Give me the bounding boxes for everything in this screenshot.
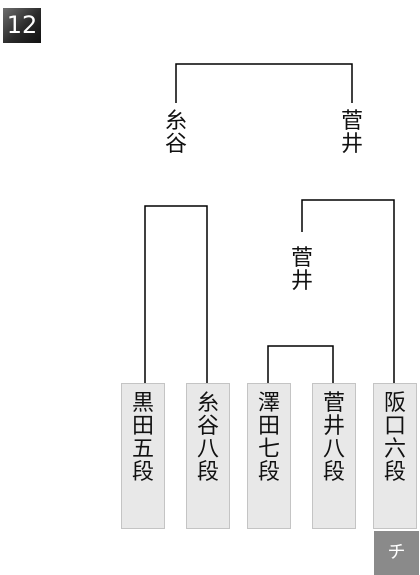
name-char: 五 [131, 437, 154, 462]
name-char: 糸 [164, 109, 187, 134]
name-char: 菅 [290, 246, 313, 271]
player-box-sawada: 澤田七段 [247, 383, 291, 529]
name-char: 井 [290, 269, 313, 294]
final-right-winner: 菅井 [337, 110, 367, 156]
player-box-sakaguchi: 阪口六段 [373, 383, 417, 529]
name-char: 口 [383, 414, 406, 439]
player-box-itodani: 糸谷八段 [186, 383, 230, 529]
name-char: 井 [340, 132, 363, 157]
player-name: 澤田七段 [248, 392, 290, 484]
right-upper-bracket-line [301, 199, 395, 384]
name-char: 黒 [131, 391, 154, 416]
center-pair-bracket-line [267, 345, 334, 384]
name-char: 田 [257, 414, 280, 439]
name-char: 八 [322, 437, 345, 462]
name-char: 田 [131, 414, 154, 439]
name-char: 六 [383, 437, 406, 462]
name-char: 澤 [257, 391, 280, 416]
player-box-kuroda: 黒田五段 [121, 383, 165, 529]
name-char: 七 [257, 437, 280, 462]
player-box-sugai: 菅井八段 [312, 383, 356, 529]
name-char: 糸 [196, 391, 219, 416]
player-name: 糸谷八段 [187, 392, 229, 484]
semifinal-right-winner: 菅井 [287, 247, 317, 293]
name-char: 菅 [340, 109, 363, 134]
final-bracket-line [175, 63, 353, 103]
player-name: 阪口六段 [374, 392, 416, 484]
name-char: 井 [322, 414, 345, 439]
name-char: 段 [196, 460, 219, 485]
player-name: 菅井八段 [313, 392, 355, 484]
name-char: 段 [257, 460, 280, 485]
name-char: 谷 [196, 414, 219, 439]
final-left-winner: 糸谷 [161, 110, 191, 156]
name-char: 段 [322, 460, 345, 485]
name-char: 段 [383, 460, 406, 485]
player-name: 黒田五段 [122, 392, 164, 484]
corner-tag: チ [374, 531, 419, 575]
name-char: 段 [131, 460, 154, 485]
name-char: 八 [196, 437, 219, 462]
match-number-badge: 12 [3, 8, 41, 43]
left-pair-bracket-line [144, 205, 208, 384]
name-char: 谷 [164, 132, 187, 157]
name-char: 阪 [383, 391, 406, 416]
name-char: 菅 [322, 391, 345, 416]
